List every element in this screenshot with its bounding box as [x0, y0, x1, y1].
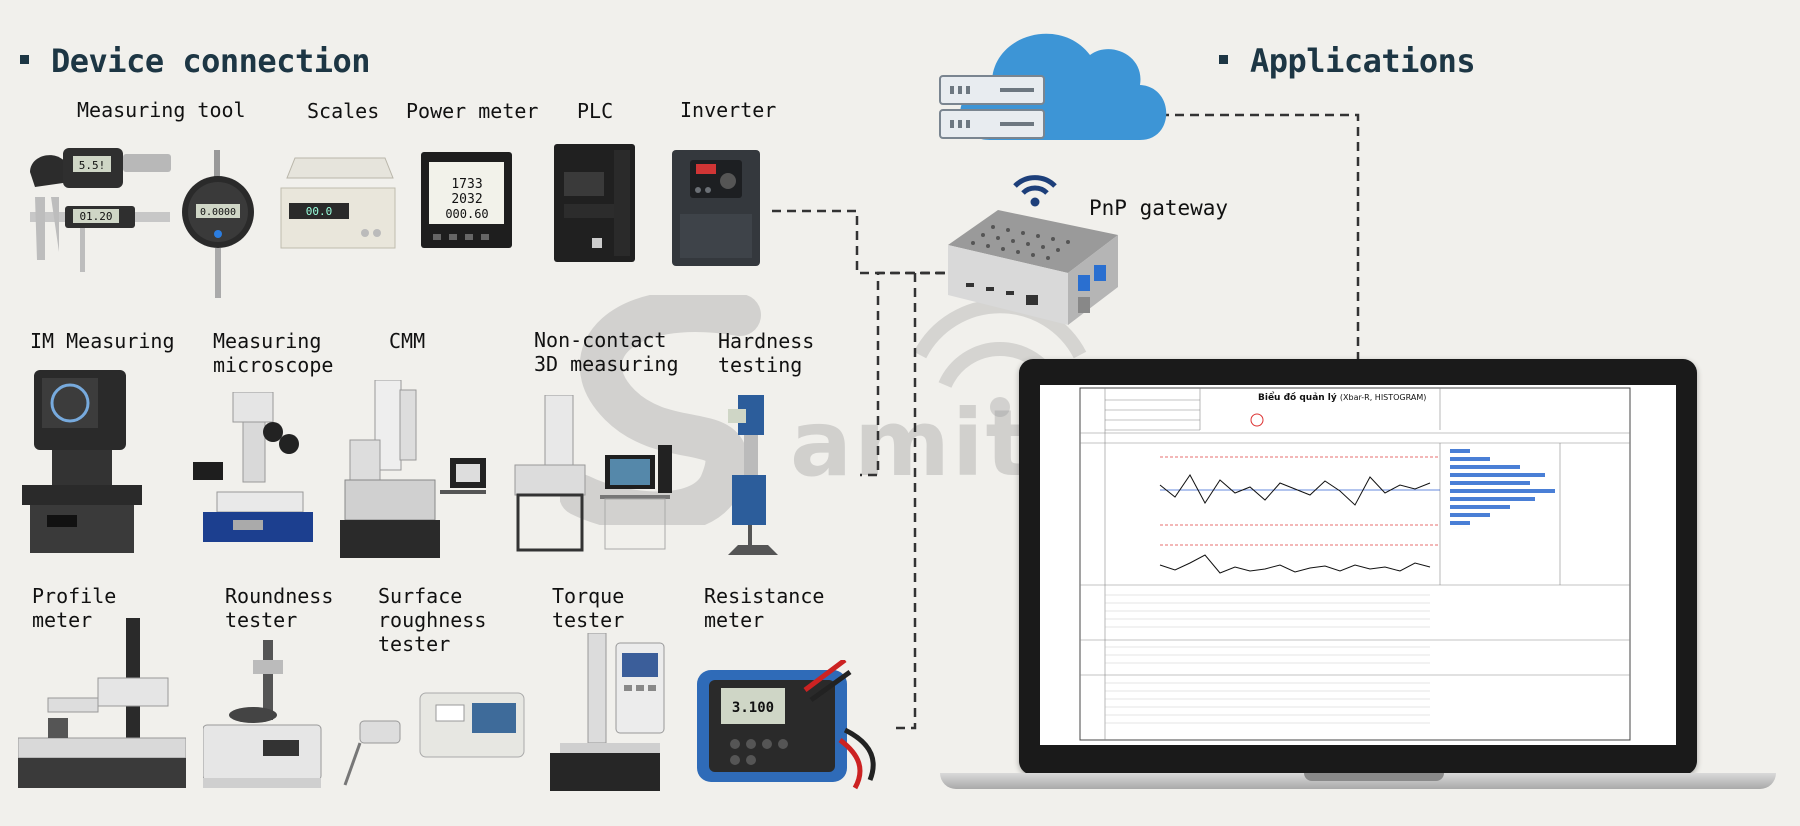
torque-tester-image [550, 633, 665, 791]
svg-text:0.0000: 0.0000 [200, 207, 236, 218]
connector-line-bottom [890, 271, 945, 730]
svg-text:000.60: 000.60 [445, 207, 488, 221]
wifi-icon [1013, 175, 1057, 207]
measuring-microscope-image [193, 392, 313, 542]
heading-bullet-icon [1219, 54, 1228, 64]
connector-line-middle [860, 271, 945, 477]
device-label-hardness-testing: Hardness testing [718, 329, 815, 377]
device-label-torque-tester: Torque tester [552, 584, 625, 632]
laptop-base [940, 773, 1776, 789]
svg-text:2032: 2032 [451, 192, 482, 207]
non-contact-3d-image [514, 395, 672, 552]
scales-image: 00.0 [280, 157, 396, 249]
applications-heading-text: Applications [1250, 42, 1476, 80]
inverter-image [672, 150, 760, 266]
svg-text:1733: 1733 [451, 177, 482, 192]
device-connection-heading: Device connection [20, 42, 371, 80]
measuring-tool-image: 5.5! 01.20 [30, 148, 171, 272]
server-rack-icon [939, 75, 1045, 139]
device-label-inverter: Inverter [680, 98, 777, 122]
device-label-plc: PLC [577, 99, 614, 123]
power-meter-image: 1733 2032 000.60 [421, 152, 512, 248]
device-label-power-meter: Power meter [406, 99, 539, 123]
connector-line-cloud [1160, 113, 1360, 360]
connector-line-top [772, 209, 945, 275]
device-label-non-contact-3d: Non-contact 3D measuring [534, 328, 679, 376]
im-measuring-image [22, 370, 142, 553]
device-connection-heading-text: Device connection [51, 42, 371, 80]
hardness-testing-image [728, 395, 778, 555]
svg-text:00.0: 00.0 [306, 205, 333, 218]
device-label-measuring-tool: Measuring tool [77, 98, 246, 122]
svg-text:01.20: 01.20 [79, 210, 112, 223]
device-label-resistance-meter: Resistance meter [704, 584, 825, 632]
device-label-measuring-microscope: Measuring microscope [213, 329, 334, 377]
pnp-gateway-label: PnP gateway [1089, 196, 1229, 220]
svg-text:3.100: 3.100 [732, 700, 774, 716]
device-label-im-measuring: IM Measuring [30, 329, 175, 353]
laptop-notch [1304, 773, 1444, 781]
roundness-tester-image [203, 640, 322, 788]
screen-title-text: Biểu đồ quản lý [1258, 393, 1337, 403]
device-label-profile-meter: Profile meter [32, 584, 117, 632]
pnp-gateway-device-icon [948, 210, 1118, 325]
heading-bullet-icon [20, 54, 29, 64]
plc-image [554, 144, 635, 262]
device-label-surface-roughness-tester: Surface roughness tester [378, 584, 487, 656]
resistance-meter-image: 3.100 [697, 660, 876, 790]
applications-heading: Applications [1219, 42, 1476, 80]
svg-text:5.5!: 5.5! [79, 159, 106, 172]
screen-document-title: Biểu đồ quản lý (Xbar-R, HISTOGRAM) [1258, 393, 1426, 403]
surface-roughness-tester-image [343, 692, 525, 786]
screen-subtitle-text: (Xbar-R, HISTOGRAM) [1339, 393, 1427, 402]
device-label-scales: Scales [307, 99, 380, 123]
cmm-image [340, 380, 486, 558]
device-label-roundness-tester: Roundness tester [225, 584, 334, 632]
dial-indicator-image: 0.0000 [182, 150, 254, 298]
device-label-cmm: CMM [389, 329, 426, 353]
profile-meter-image [18, 618, 186, 788]
laptop-screen: Biểu đồ quản lý (Xbar-R, HISTOGRAM) [1040, 385, 1676, 745]
control-chart-document [1079, 387, 1631, 741]
